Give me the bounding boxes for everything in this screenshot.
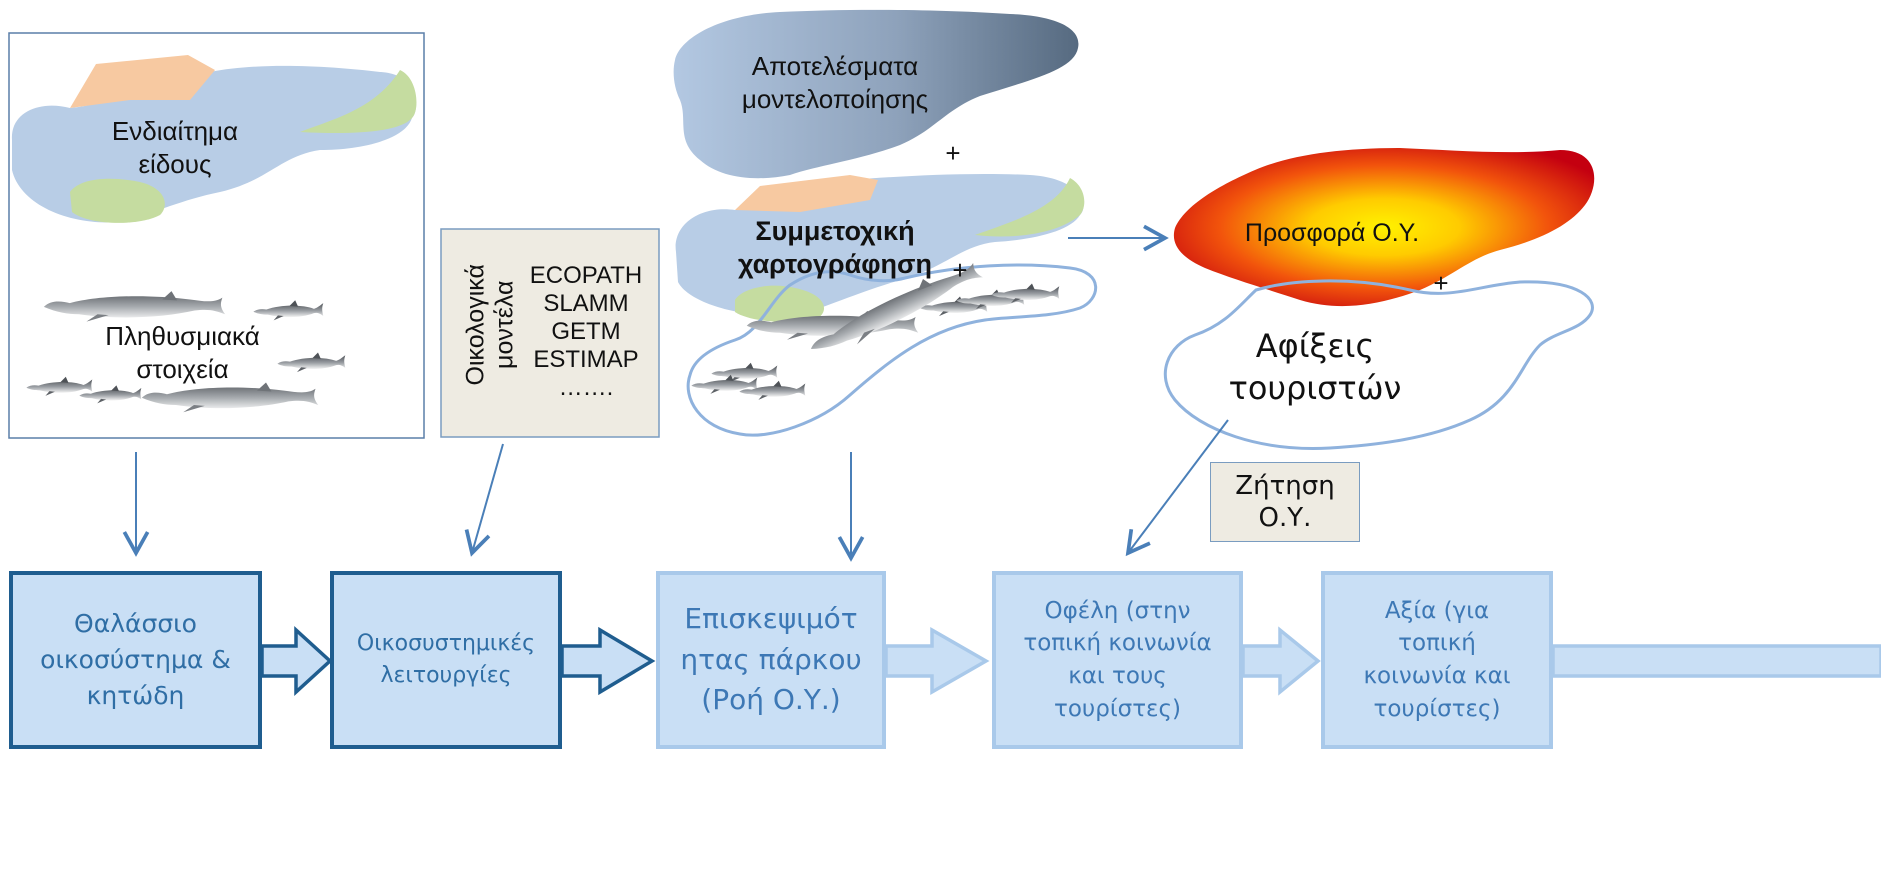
arrivals-label: Αφίξεις τουριστών bbox=[1228, 327, 1402, 407]
plus-sign: + bbox=[945, 138, 961, 168]
model-item: ……. bbox=[558, 374, 614, 402]
model-item: ECOPATH bbox=[529, 262, 643, 289]
flow-box-functions: Οικοσυστημικές λειτουργίες bbox=[330, 571, 562, 749]
arrow-arrivals-to-benefits bbox=[1125, 419, 1229, 557]
block-arrow-3 bbox=[884, 626, 990, 696]
population-label: Πληθυσμιακά στοιχεία bbox=[105, 321, 260, 384]
block-arrow-1 bbox=[260, 626, 333, 696]
results-shape bbox=[673, 9, 1079, 179]
habitat-shape bbox=[11, 55, 417, 223]
arrivals-outline bbox=[1163, 279, 1594, 450]
models-list: ECOPATH SLAMM GETM ESTIMAP ……. bbox=[520, 262, 652, 402]
block-arrow-5 bbox=[1551, 644, 1881, 678]
models-rotated-label: Οικολογικά μοντέλα bbox=[461, 264, 518, 386]
supply-label: Προσφορά Ο.Υ. bbox=[1244, 219, 1420, 247]
demand-box: Ζήτηση Ο.Υ. bbox=[1210, 462, 1360, 542]
arrow-models-down bbox=[464, 443, 504, 557]
models-box bbox=[440, 228, 660, 438]
model-item: GETM bbox=[551, 318, 621, 346]
plus-sign: + bbox=[1433, 268, 1449, 298]
model-item: SLAMM bbox=[543, 290, 629, 318]
block-arrow-2 bbox=[560, 626, 656, 696]
plus-sign: + bbox=[952, 255, 968, 285]
participatory-label: Συμμετοχική χαρτογράφηση bbox=[738, 216, 932, 279]
flow-box-ecosystem: Θαλάσσιο οικοσύστημα & κητώδη bbox=[9, 571, 262, 749]
participatory-habitat-shape bbox=[675, 173, 1085, 322]
supply-shape bbox=[1173, 148, 1595, 307]
block-arrow-4 bbox=[1241, 626, 1321, 696]
model-item: ESTIMAP bbox=[533, 346, 639, 374]
flow-box-visitation: Επισκεψιμότ ητας πάρκου (Ροή Ο.Υ.) bbox=[656, 571, 886, 749]
dolphin-icon bbox=[711, 362, 778, 382]
results-label: Αποτελέσματα μοντελοποίησης bbox=[741, 51, 929, 114]
habitat-label: Ενδιαίτημα είδους bbox=[111, 116, 239, 179]
flow-box-value: Αξία (για τοπική κοινωνία και τουρίστες) bbox=[1321, 571, 1553, 749]
flow-box-benefits: Οφέλη (στην τοπική κοινωνία και τους του… bbox=[992, 571, 1243, 749]
participatory-outline bbox=[686, 263, 1098, 437]
